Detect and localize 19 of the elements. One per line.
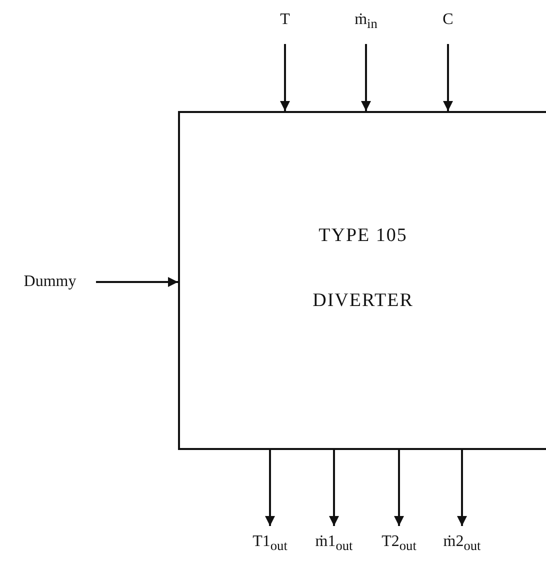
signal-label: T: [272, 10, 298, 32]
arrow: [394, 450, 404, 526]
arrow: [361, 44, 371, 111]
arrow: [457, 450, 467, 526]
arrow: [443, 44, 453, 111]
arrow: [329, 450, 339, 526]
signal-label: T1$_{out}$: [245, 532, 295, 556]
signal-label: ṁ$_{in}$: [349, 10, 383, 32]
process-box: [178, 111, 546, 450]
signal-label: C: [436, 10, 460, 32]
signal-label: T2$_{out}$: [373, 532, 425, 556]
signal-label: ṁ2$_{out}$: [436, 532, 488, 556]
signal-label: Dummy: [10, 272, 90, 292]
box-title: TYPE 105: [318, 225, 408, 247]
arrow: [265, 450, 275, 526]
signal-label: ṁ1$_{out}$: [308, 532, 360, 556]
arrow: [280, 44, 290, 111]
arrow: [96, 277, 178, 287]
box-title: DIVERTER: [312, 290, 414, 312]
